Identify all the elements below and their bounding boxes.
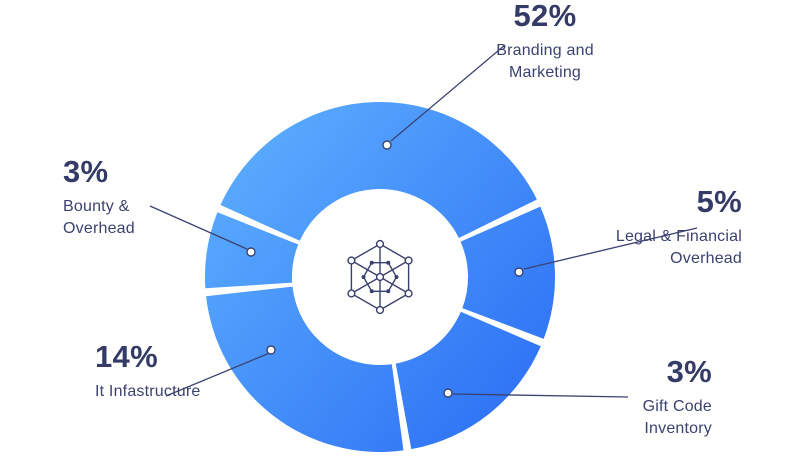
segment-name: Branding and Marketing [496,41,594,81]
donut-slice-0 [220,101,537,241]
callout-dot-4 [246,247,256,257]
segment-pct: 5% [696,184,742,219]
callout-lines [149,44,698,398]
segment-name: It Infastructure [95,382,201,400]
segment-pct: 52% [513,0,577,33]
segment-name: Gift Code Inventory [642,397,712,437]
segment-label-bounty-overhead: 3% Bounty & Overhead [63,154,223,240]
callout-line-4 [149,205,248,250]
callout-line-1 [523,227,698,270]
hexagon-network-icon [347,239,413,315]
segment-label-legal-financial: 5% Legal & Financial Overhead [560,184,742,270]
segment-label-branding-marketing: 52% Branding and Marketing [455,0,635,84]
segment-label-it-infrastructure: 14% It Infastructure [95,339,305,403]
callout-dot-2 [443,388,453,398]
callout-line-0 [390,44,506,142]
callout-dot-0 [382,140,392,150]
segment-pct: 3% [666,354,712,389]
callout-dot-1 [514,267,524,277]
icon-inner-nodes [361,260,399,294]
callout-line-3 [165,351,273,397]
segment-pct: 3% [63,154,109,189]
icon-spokes [351,244,409,310]
donut-slice-2 [395,311,541,450]
callout-line-2 [452,393,629,398]
icon-outer-nodes [347,239,413,315]
segment-pct: 14% [95,339,158,374]
segment-name: Bounty & Overhead [63,197,135,237]
segment-name: Legal & Financial Overhead [615,227,742,267]
donut-slice-3 [206,286,404,452]
donut-slice-1 [460,206,555,339]
icon-center-node [375,272,385,282]
segment-label-gift-code: 3% Gift Code Inventory [530,354,712,440]
callout-dot-3 [266,345,276,355]
